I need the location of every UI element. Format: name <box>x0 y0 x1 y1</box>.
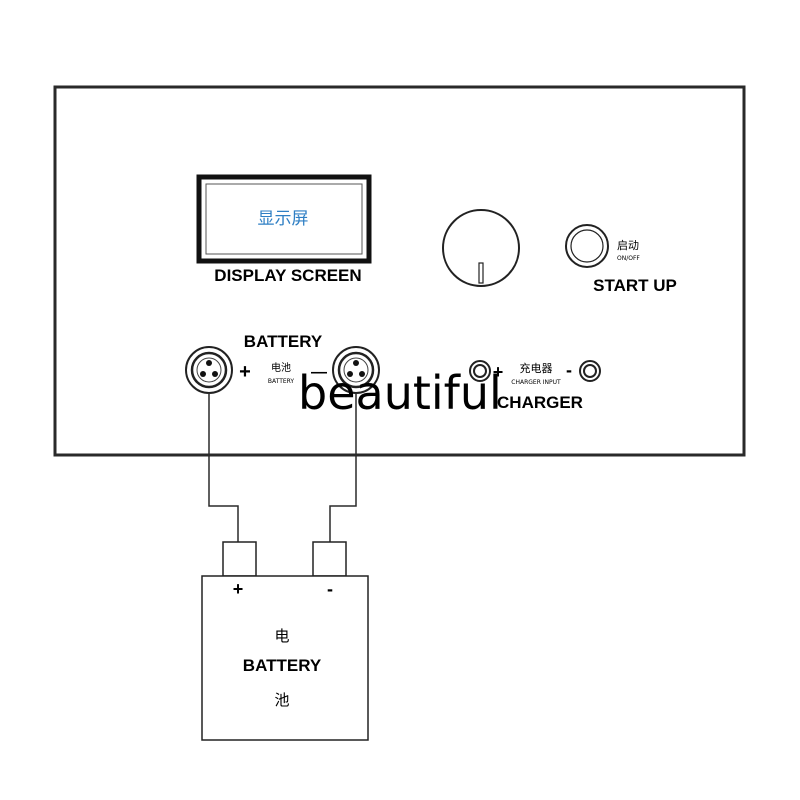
battery-pack-plus: + <box>233 579 244 599</box>
charger-minus-symbol: - <box>566 360 572 380</box>
knob-pointer <box>478 262 484 284</box>
battery-terminal-negative <box>312 541 347 577</box>
start-up-button[interactable] <box>565 224 609 268</box>
charger-cn: 充电器 <box>520 361 553 375</box>
battery-plus-symbol: + <box>239 361 251 383</box>
battery-port-cn: 电池 <box>271 361 291 374</box>
battery-port-sub: BATTERY <box>268 378 295 385</box>
positive-wire <box>208 393 239 542</box>
display-screen-cn: 显示屏 <box>258 209 309 229</box>
battery-pack <box>201 575 369 741</box>
battery-minus-symbol: — <box>311 364 327 381</box>
display-screen-label: DISPLAY SCREEN <box>214 266 361 285</box>
control-knob[interactable] <box>442 209 520 287</box>
battery-connector-negative[interactable] <box>332 346 380 394</box>
battery-connectors-label: BATTERY <box>244 332 323 351</box>
charger-plus-symbol: + <box>493 362 504 382</box>
start-up-label: START UP <box>593 276 677 295</box>
battery-pack-cn-bottom: 池 <box>274 691 289 709</box>
watermark-text: beautiful <box>298 366 502 420</box>
battery-pack-minus: - <box>327 579 333 599</box>
charger-terminal-negative[interactable] <box>579 360 601 382</box>
charger-terminal-positive[interactable] <box>469 360 491 382</box>
start-up-cn: 启动 <box>617 239 639 252</box>
battery-pack-label: BATTERY <box>243 656 322 675</box>
charger-sub: CHARGER INPUT <box>511 379 561 386</box>
battery-connector-positive[interactable] <box>185 346 233 394</box>
battery-pack-cn-top: 电 <box>274 627 289 645</box>
display-screen: 显示屏 <box>196 174 372 264</box>
control-panel <box>53 85 746 457</box>
negative-wire <box>329 393 357 542</box>
charger-label: CHARGER <box>497 393 583 412</box>
start-up-sub: ON/OFF <box>617 255 640 262</box>
battery-terminal-positive <box>222 541 257 577</box>
